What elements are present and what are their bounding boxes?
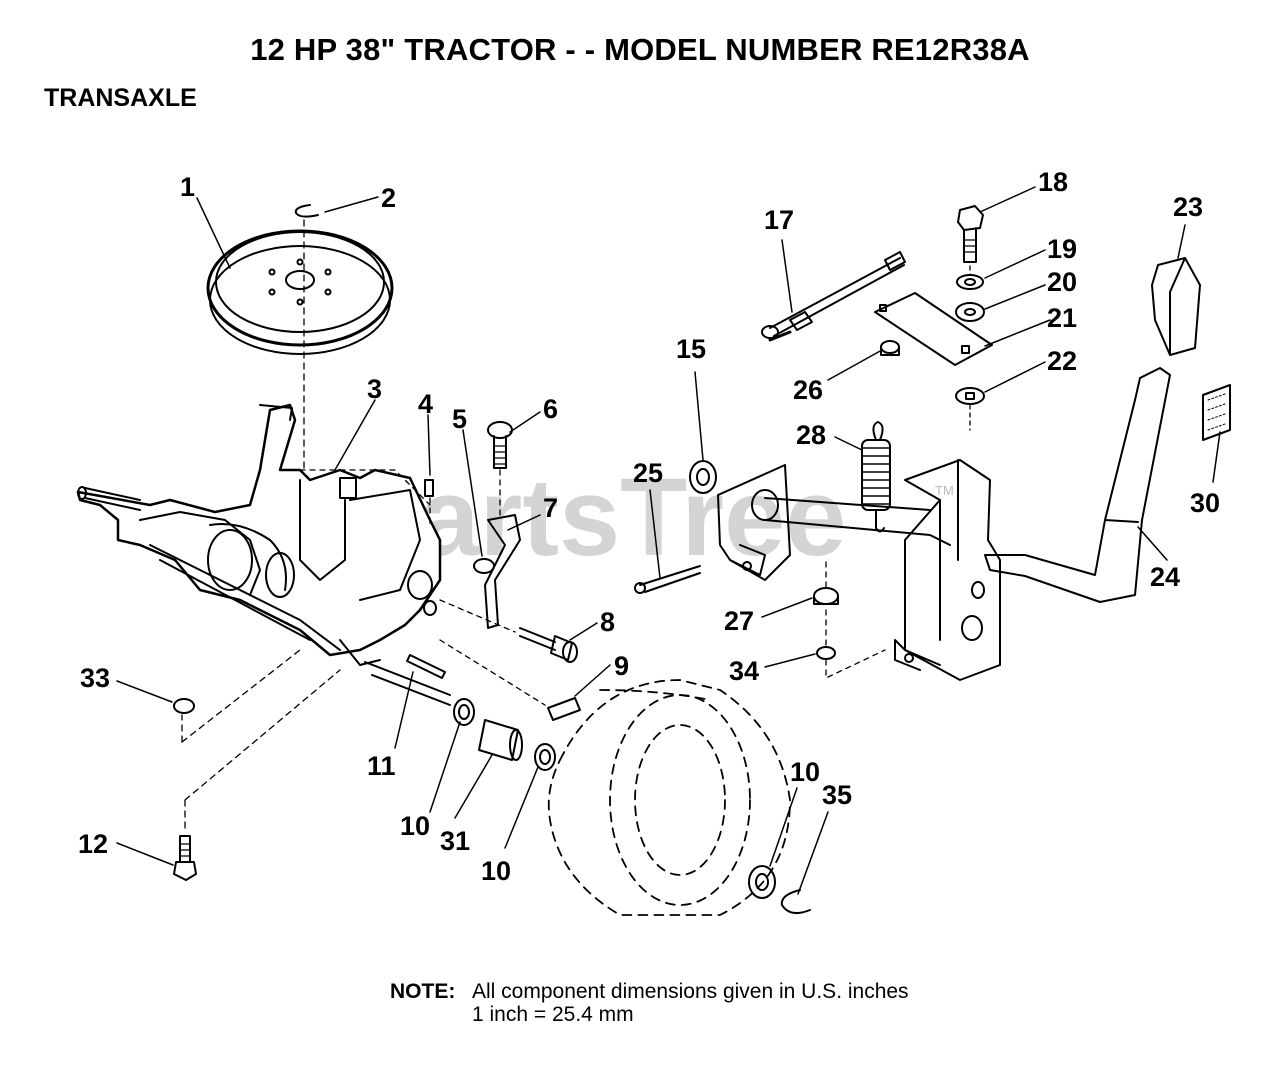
pedal-shaft-part: [717, 464, 951, 581]
callout-6: 6: [543, 394, 558, 424]
cotter-pin-part: [639, 565, 701, 593]
callout-7: 7: [543, 493, 558, 523]
pedal-bracket-part: [894, 459, 1001, 681]
spacer-part: [478, 719, 523, 761]
note-label: NOTE:: [390, 980, 456, 1003]
axle-left-part: [84, 487, 141, 511]
note-text-2: 1 inch = 25.4 mm: [472, 1003, 634, 1026]
callout-17: 17: [764, 205, 794, 235]
callout-9: 9: [614, 651, 629, 681]
callout-24: 24: [1150, 562, 1180, 592]
callout-8: 8: [600, 607, 615, 637]
callout-10-c: 10: [790, 757, 820, 787]
callout-2: 2: [381, 183, 396, 213]
control-rod-part: [761, 251, 906, 342]
key-part: [424, 479, 434, 497]
callout-10-a: 10: [400, 811, 430, 841]
callout-10-b: 10: [481, 856, 511, 886]
washer-part: [689, 460, 717, 494]
diagram-title: 12 HP 38" TRACTOR - - MODEL NUMBER RE12R…: [250, 32, 1030, 67]
callout-11: 11: [367, 751, 396, 781]
lock-washer-part: [955, 302, 985, 322]
spring-pin-part: [547, 697, 581, 721]
callout-21: 21: [1047, 303, 1077, 333]
washer-part: [956, 274, 984, 290]
lock-washer-part: [816, 646, 836, 660]
callout-19: 19: [1047, 234, 1077, 264]
callout-28: 28: [796, 420, 826, 450]
wheel-part: [547, 679, 791, 916]
callout-12: 12: [78, 829, 108, 859]
callout-4: 4: [418, 389, 433, 419]
hex-bolt-part: [173, 835, 197, 881]
nut-part: [880, 340, 900, 354]
callout-25: 25: [633, 458, 663, 488]
e-clip-part: [294, 204, 319, 218]
dimension-note: NOTE: All component dimensions given in U…: [390, 980, 909, 1026]
callout-5: 5: [452, 404, 467, 434]
washer-part: [453, 698, 475, 726]
axle-right-part: [364, 661, 451, 706]
spring-part: [861, 421, 891, 533]
note-text-1: All component dimensions given in U.S. i…: [472, 980, 909, 1003]
decal-part: [1202, 384, 1231, 441]
callout-3: 3: [367, 374, 382, 404]
callout-20: 20: [1047, 267, 1077, 297]
callout-15: 15: [676, 334, 706, 364]
callout-27: 27: [724, 606, 754, 636]
transaxle-part: [76, 403, 442, 666]
hex-bolt-part: [519, 627, 578, 663]
washer-part: [955, 387, 985, 405]
callout-22: 22: [1047, 346, 1077, 376]
callout-30: 30: [1190, 488, 1220, 518]
callout-1: 1: [180, 172, 195, 202]
callout-31: 31: [440, 826, 470, 856]
section-title: TRANSAXLE: [44, 84, 197, 112]
e-clip-part: [780, 889, 811, 915]
callout-26: 26: [793, 375, 823, 405]
callout-34: 34: [729, 656, 759, 686]
watermark-trademark: TM: [935, 483, 954, 498]
nut-part: [173, 698, 195, 714]
note-line-1: NOTE: All component dimensions given in U…: [390, 980, 909, 1003]
shift-lever-part: [984, 367, 1171, 603]
callout-35: 35: [822, 780, 852, 810]
pulley-part: [206, 229, 394, 355]
nut-part: [813, 587, 839, 605]
knob-part: [1151, 257, 1201, 356]
callout-18: 18: [1038, 167, 1068, 197]
bolt-part: [957, 205, 984, 263]
callout-23: 23: [1173, 192, 1203, 222]
plate-part: [874, 292, 993, 366]
callout-33: 33: [80, 663, 110, 693]
